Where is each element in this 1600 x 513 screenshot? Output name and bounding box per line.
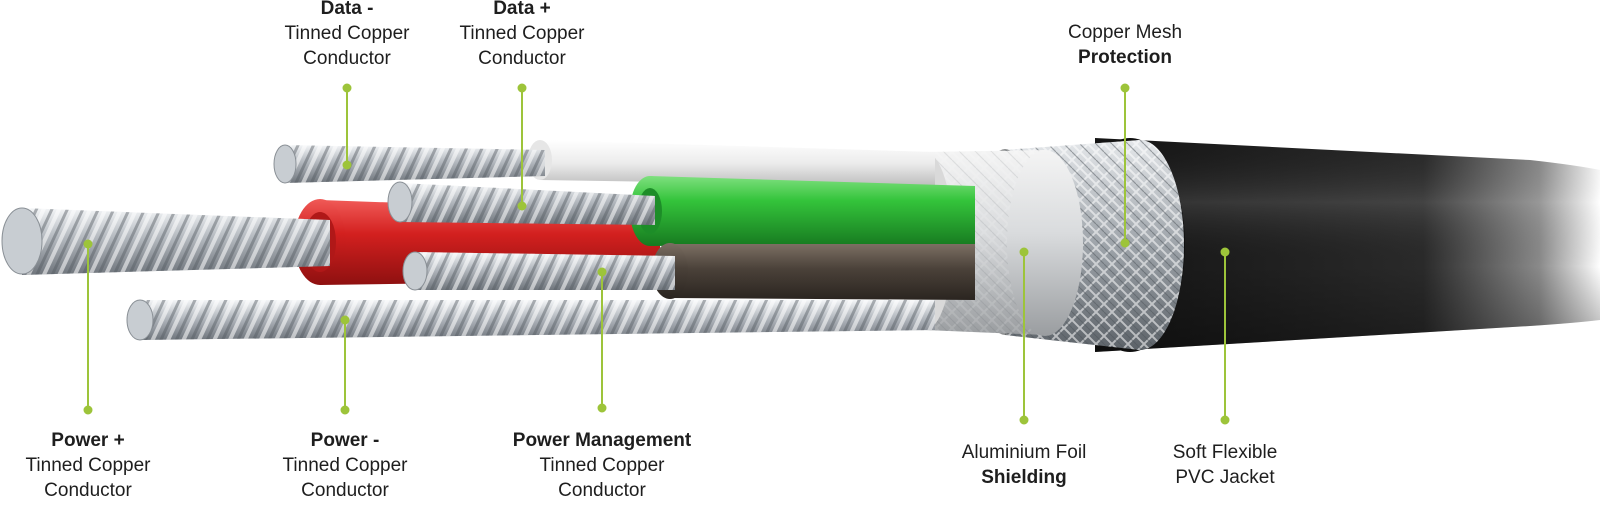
label-power-management: Power Management Tinned Copper Conductor: [512, 430, 692, 501]
leader-power-minus: [340, 315, 350, 415]
brown-wire: [652, 243, 975, 300]
leader-copper-mesh: [1120, 83, 1130, 248]
label-power-plus: Power + Tinned Copper Conductor: [25, 430, 151, 501]
leader-power-management: [597, 267, 607, 413]
leader-data-minus: [342, 83, 352, 170]
leader-aluminium-foil: [1019, 247, 1029, 425]
data-minus-conductor: [273, 144, 545, 184]
leader-lines: [83, 83, 1230, 425]
leader-data-plus: [517, 83, 527, 211]
power-management-conductor: [402, 251, 675, 291]
green-wire: [630, 176, 975, 246]
power-minus-conductor: [126, 299, 935, 341]
leader-power-plus: [83, 239, 93, 415]
leader-pvc-jacket: [1220, 247, 1230, 425]
power-plus-conductor: [1, 207, 330, 275]
label-data-plus: Data + Tinned Copper Conductor: [459, 0, 585, 69]
label-power-minus: Power - Tinned Copper Conductor: [282, 430, 408, 501]
label-pvc-jacket: Soft Flexible PVC Jacket: [1172, 442, 1278, 488]
label-data-minus: Data - Tinned Copper Conductor: [284, 0, 410, 69]
label-copper-mesh: Copper Mesh Protection: [1067, 22, 1183, 68]
label-aluminium-foil: Aluminium Foil Shielding: [961, 442, 1087, 488]
data-plus-conductor: [387, 181, 655, 225]
